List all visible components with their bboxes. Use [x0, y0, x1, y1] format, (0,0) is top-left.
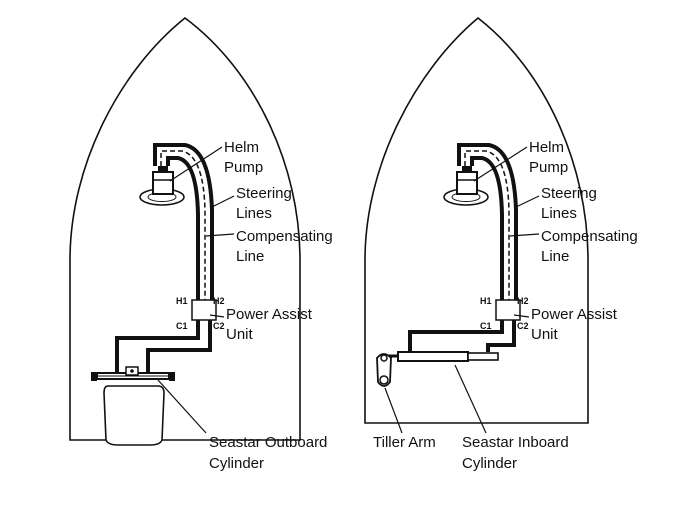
- right-port-h1: H1: [480, 296, 492, 306]
- left-port-h2: H2: [213, 296, 225, 306]
- left-outboard-motor: [103, 385, 165, 446]
- left-compensating-line: [160, 150, 206, 300]
- left-compensating-line-label: Compensating Line: [236, 228, 337, 265]
- left-cylinder-line-c2: [146, 320, 212, 373]
- left-helm-pump-label: Helm Pump: [224, 139, 263, 176]
- left-cylinder-line-c1: [115, 320, 200, 373]
- right-steering-lines-label: Steering Lines: [541, 185, 601, 222]
- left-leader-lines: [157, 146, 235, 434]
- right-compensating-line: [464, 150, 510, 300]
- right-power-assist-label: Power Assist Unit: [531, 306, 621, 343]
- right-helm-pump-label: Helm Pump: [529, 139, 568, 176]
- right-steering-line-inner: [470, 156, 504, 300]
- right-port-h2: H2: [517, 296, 529, 306]
- right-hull-outline: [364, 16, 589, 424]
- left-steering-lines-label: Steering Lines: [236, 185, 296, 222]
- right-port-c1: C1: [480, 321, 492, 331]
- left-steering-line-inner: [166, 156, 200, 300]
- left-power-assist-label: Power Assist Unit: [226, 306, 316, 343]
- left-port-c2: C2: [213, 321, 225, 331]
- left-helm-pump: [139, 166, 185, 206]
- right-tiller-arm: [376, 353, 392, 387]
- left-port-c1: C1: [176, 321, 188, 331]
- right-leader-lines: [384, 146, 540, 434]
- right-helm-pump: [443, 166, 489, 206]
- left-cylinder-label: Seastar Outboard Cylinder: [209, 434, 332, 472]
- right-boat-diagram: H1 H2 C1 C2 Helm Pump Steering Lines: [364, 16, 642, 472]
- right-port-c2: C2: [517, 321, 529, 331]
- right-inboard-cylinder: [386, 351, 499, 362]
- right-compensating-line-label: Compensating Line: [541, 228, 642, 265]
- right-tiller-arm-label: Tiller Arm: [373, 434, 436, 451]
- right-cylinder-label: Seastar Inboard Cylinder: [462, 434, 573, 472]
- left-port-h1: H1: [176, 296, 188, 306]
- left-boat-diagram: H1 H2 C1 C2 Helm Pump Steering Lines Com…: [69, 16, 337, 472]
- left-outboard-cylinder: [91, 366, 175, 381]
- left-hull-outline: [69, 16, 301, 441]
- right-cylinder-line-c1: [408, 320, 504, 352]
- right-cylinder-line-c2: [486, 320, 516, 352]
